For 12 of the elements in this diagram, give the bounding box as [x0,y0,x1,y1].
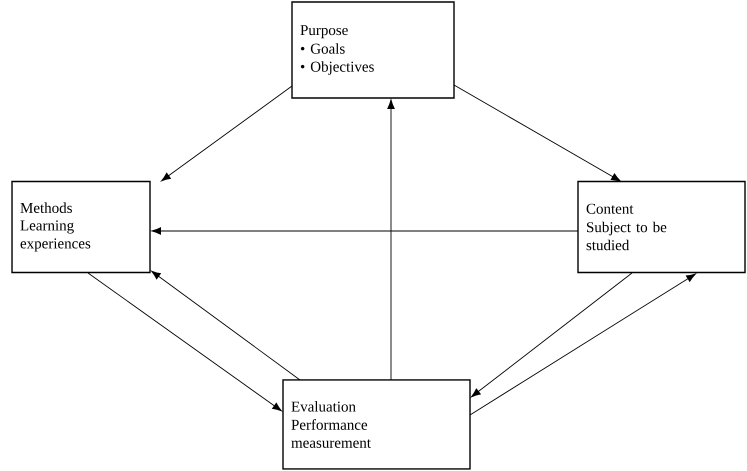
arrow [471,272,632,398]
text-box: Content Subject to be studied [577,180,746,274]
arrow [470,274,696,416]
arrow [151,270,300,380]
arrow [454,84,621,182]
text-box: Purpose • Goals • Objectives [291,1,455,99]
arrow [387,99,395,380]
arrow [161,86,292,182]
arrow [151,227,578,235]
text-box: Methods Learning experiences [11,180,151,274]
text-box: Evaluation Performance measurement [282,379,471,470]
arrow [88,272,282,412]
